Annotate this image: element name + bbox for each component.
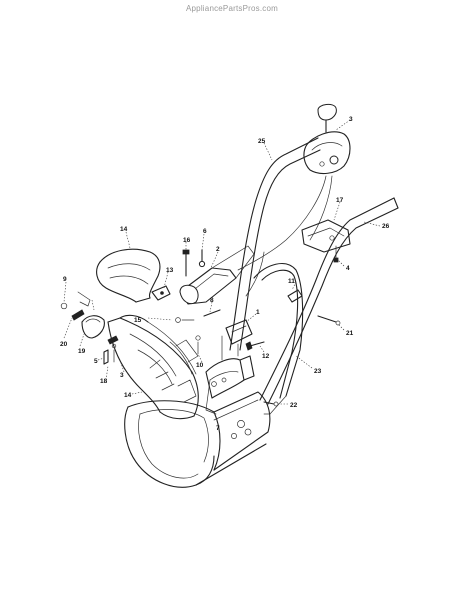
callout-labels: 3 25 17 26 4 2 6 16 14 13 9 11 15 8 1 12…	[60, 116, 390, 432]
callout-label: 18	[100, 378, 108, 385]
callout-label: 26	[382, 223, 390, 230]
watermark-text: AppliancePartsPros.com	[186, 4, 278, 13]
chute-control-bracket	[179, 245, 255, 305]
left-linkage	[60, 291, 119, 365]
callout-label: 7	[216, 425, 220, 432]
callout-label: 9	[63, 276, 67, 283]
callout-label: 8	[210, 297, 214, 304]
callout-label: 20	[60, 341, 68, 348]
lower-handle-frame	[253, 263, 304, 415]
discharge-chute	[107, 314, 199, 420]
callout-label: 25	[258, 138, 266, 145]
callout-label: 19	[78, 348, 86, 355]
callout-label: 3	[349, 116, 353, 123]
callout-label: 6	[203, 228, 207, 235]
shift-lever-assembly	[237, 103, 351, 271]
callout-label: 2	[216, 246, 220, 253]
callout-label: 13	[166, 267, 174, 274]
callout-label: 10	[196, 362, 204, 369]
callout-label: 11	[288, 278, 295, 285]
callout-label: 14	[120, 226, 128, 233]
chute-deflector	[96, 248, 161, 303]
callout-label: 14	[124, 392, 132, 399]
pivot-bracket	[151, 285, 171, 301]
leader-lines	[63, 119, 381, 425]
callout-label: 16	[183, 237, 191, 244]
small-hardware	[263, 289, 341, 407]
bolts	[175, 249, 221, 355]
right-bracket	[301, 219, 351, 263]
callout-label: 15	[134, 317, 142, 324]
center-mount	[205, 319, 265, 415]
callout-label: 4	[346, 265, 350, 272]
right-handle	[259, 197, 399, 405]
callout-label: 3	[120, 372, 124, 379]
callout-label: 12	[262, 353, 270, 360]
callout-label: 21	[346, 330, 354, 337]
callout-label: 22	[290, 402, 298, 409]
left-handle	[229, 137, 321, 351]
callout-label: 17	[336, 197, 344, 204]
callout-label: 1	[256, 309, 260, 316]
callout-label: 5	[94, 358, 98, 365]
callout-label: 23	[314, 368, 322, 375]
